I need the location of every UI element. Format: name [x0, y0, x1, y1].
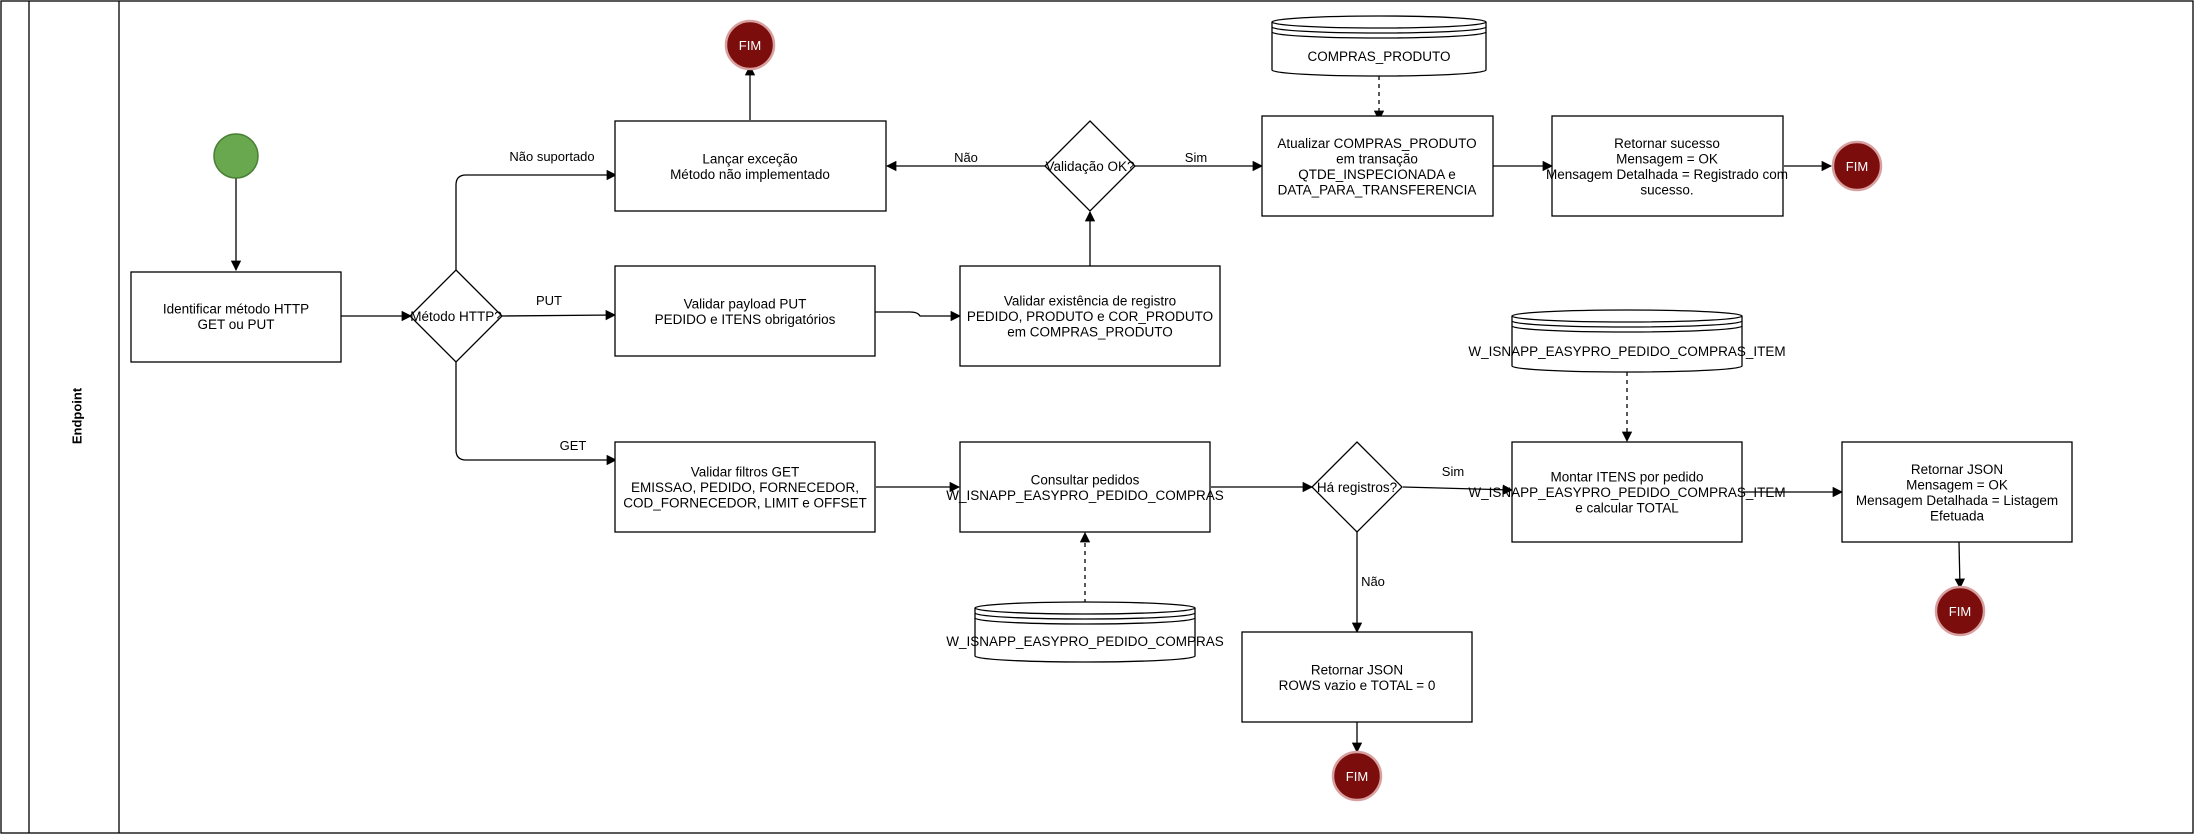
node-text-line: sucesso.: [1640, 182, 1693, 197]
node-text-line: Método não implementado: [670, 167, 830, 182]
decision-ha-registros: Há registros?: [1311, 441, 1403, 533]
start-event: [213, 133, 259, 179]
edge-label-nao-validacao: Não: [954, 150, 978, 165]
edge-label-nao-suportado: Não suportado: [509, 149, 594, 164]
edge-label-sim-validacao: Sim: [1185, 150, 1207, 165]
node-text-line: Consultar pedidos: [1031, 472, 1140, 487]
end-event-label: FIM: [1346, 769, 1368, 784]
end-event-sucesso: FIM: [1831, 140, 1883, 192]
node-text-line: GET ou PUT: [197, 317, 274, 332]
node-text-line: e calcular TOTAL: [1575, 501, 1679, 516]
node-text-line: Mensagem = OK: [1906, 477, 2008, 492]
database-pedido-compras-item: W_ISNAPP_EASYPRO_PEDIDO_COMPRAS_ITEM: [1468, 309, 1786, 373]
node-text-line: Atualizar COMPRAS_PRODUTO: [1277, 136, 1476, 151]
node-text: Método HTTP?: [410, 309, 502, 324]
edge-label-sim-registros: Sim: [1442, 464, 1464, 479]
node-text-line: Há registros?: [1317, 480, 1397, 495]
database-label: COMPRAS_PRODUTO: [1307, 49, 1450, 64]
database-compras-produto: COMPRAS_PRODUTO: [1271, 15, 1487, 77]
node-text-line: PEDIDO e ITENS obrigatórios: [655, 312, 836, 327]
node-text-line: DATA_PARA_TRANSFERENCIA: [1278, 182, 1477, 197]
node-text-line: Validação OK?: [1045, 159, 1134, 174]
node-text-line: Método HTTP?: [410, 309, 502, 324]
end-event-vazio: FIM: [1331, 750, 1383, 802]
end-event-label: FIM: [739, 38, 761, 53]
decision-metodo-http: Método HTTP?: [409, 269, 503, 363]
node-text-line: Validar filtros GET: [691, 465, 800, 480]
decision-validacao-ok: Validação OK?: [1044, 120, 1136, 212]
node-text-line: Retornar sucesso: [1614, 136, 1720, 151]
edge-label-get: GET: [560, 438, 587, 453]
edge-retornar-json-to-fim: [1954, 541, 1965, 590]
node-text-line: EMISSAO, PEDIDO, FORNECEDOR,: [631, 480, 859, 495]
node-text-line: Retornar JSON: [1311, 662, 1403, 677]
end-event-label: FIM: [1949, 604, 1971, 619]
node-text-line: em COMPRAS_PRODUTO: [1007, 325, 1173, 340]
node-text-line: PEDIDO, PRODUTO e COR_PRODUTO: [967, 309, 1213, 324]
end-event-lancar: FIM: [724, 19, 776, 71]
node-text-line: COD_FORNECEDOR, LIMIT e OFFSET: [623, 496, 867, 511]
node-text-line: Mensagem Detalhada = Registrado com: [1546, 167, 1788, 182]
edge-validar-put-to-existencia: [875, 310, 962, 322]
lane-label: Endpoint: [69, 387, 84, 444]
node-text: Validação OK?: [1045, 159, 1134, 174]
node-text-line: W_ISNAPP_EASYPRO_PEDIDO_COMPRAS_ITEM: [1468, 485, 1785, 500]
edge-metodo-to-lancar: [455, 169, 618, 270]
edge-metodo-to-validar-get: [455, 362, 618, 466]
node-text-line: W_ISNAPP_EASYPRO_PEDIDO_COMPRAS: [946, 488, 1224, 503]
database-pedido-compras: W_ISNAPP_EASYPRO_PEDIDO_COMPRAS: [946, 601, 1224, 663]
node-text-line: Retornar JSON: [1911, 462, 2003, 477]
node-text-line: Validar existência de registro: [1004, 294, 1176, 309]
node-text-line: Identificar método HTTP: [163, 301, 309, 316]
node-text-line: Validar payload PUT: [684, 296, 807, 311]
node-text-line: ROWS vazio e TOTAL = 0: [1279, 678, 1436, 693]
node-text-line: Mensagem = OK: [1616, 151, 1718, 166]
node-text: Há registros?: [1317, 480, 1397, 495]
database-label: W_ISNAPP_EASYPRO_PEDIDO_COMPRAS_ITEM: [1468, 344, 1785, 359]
node-text-line: Montar ITENS por pedido: [1550, 470, 1703, 485]
end-event-listagem: FIM: [1934, 585, 1986, 637]
database-label: W_ISNAPP_EASYPRO_PEDIDO_COMPRAS: [946, 634, 1224, 649]
edge-label-put: PUT: [536, 293, 562, 308]
node-text-line: Mensagem Detalhada = Listagem: [1856, 493, 2058, 508]
end-event-label: FIM: [1846, 159, 1868, 174]
edge-label-nao-registros: Não: [1361, 574, 1385, 589]
node-text-line: Efetuada: [1930, 508, 1985, 523]
node-text-line: QTDE_INSPECIONADA e: [1298, 167, 1456, 182]
edge-metodo-to-validar-put: [501, 309, 617, 321]
node-text-line: Lançar exceção: [702, 151, 797, 166]
node-text-line: em transação: [1336, 151, 1418, 166]
edge-ha-registros-to-montar: [1402, 484, 1514, 495]
